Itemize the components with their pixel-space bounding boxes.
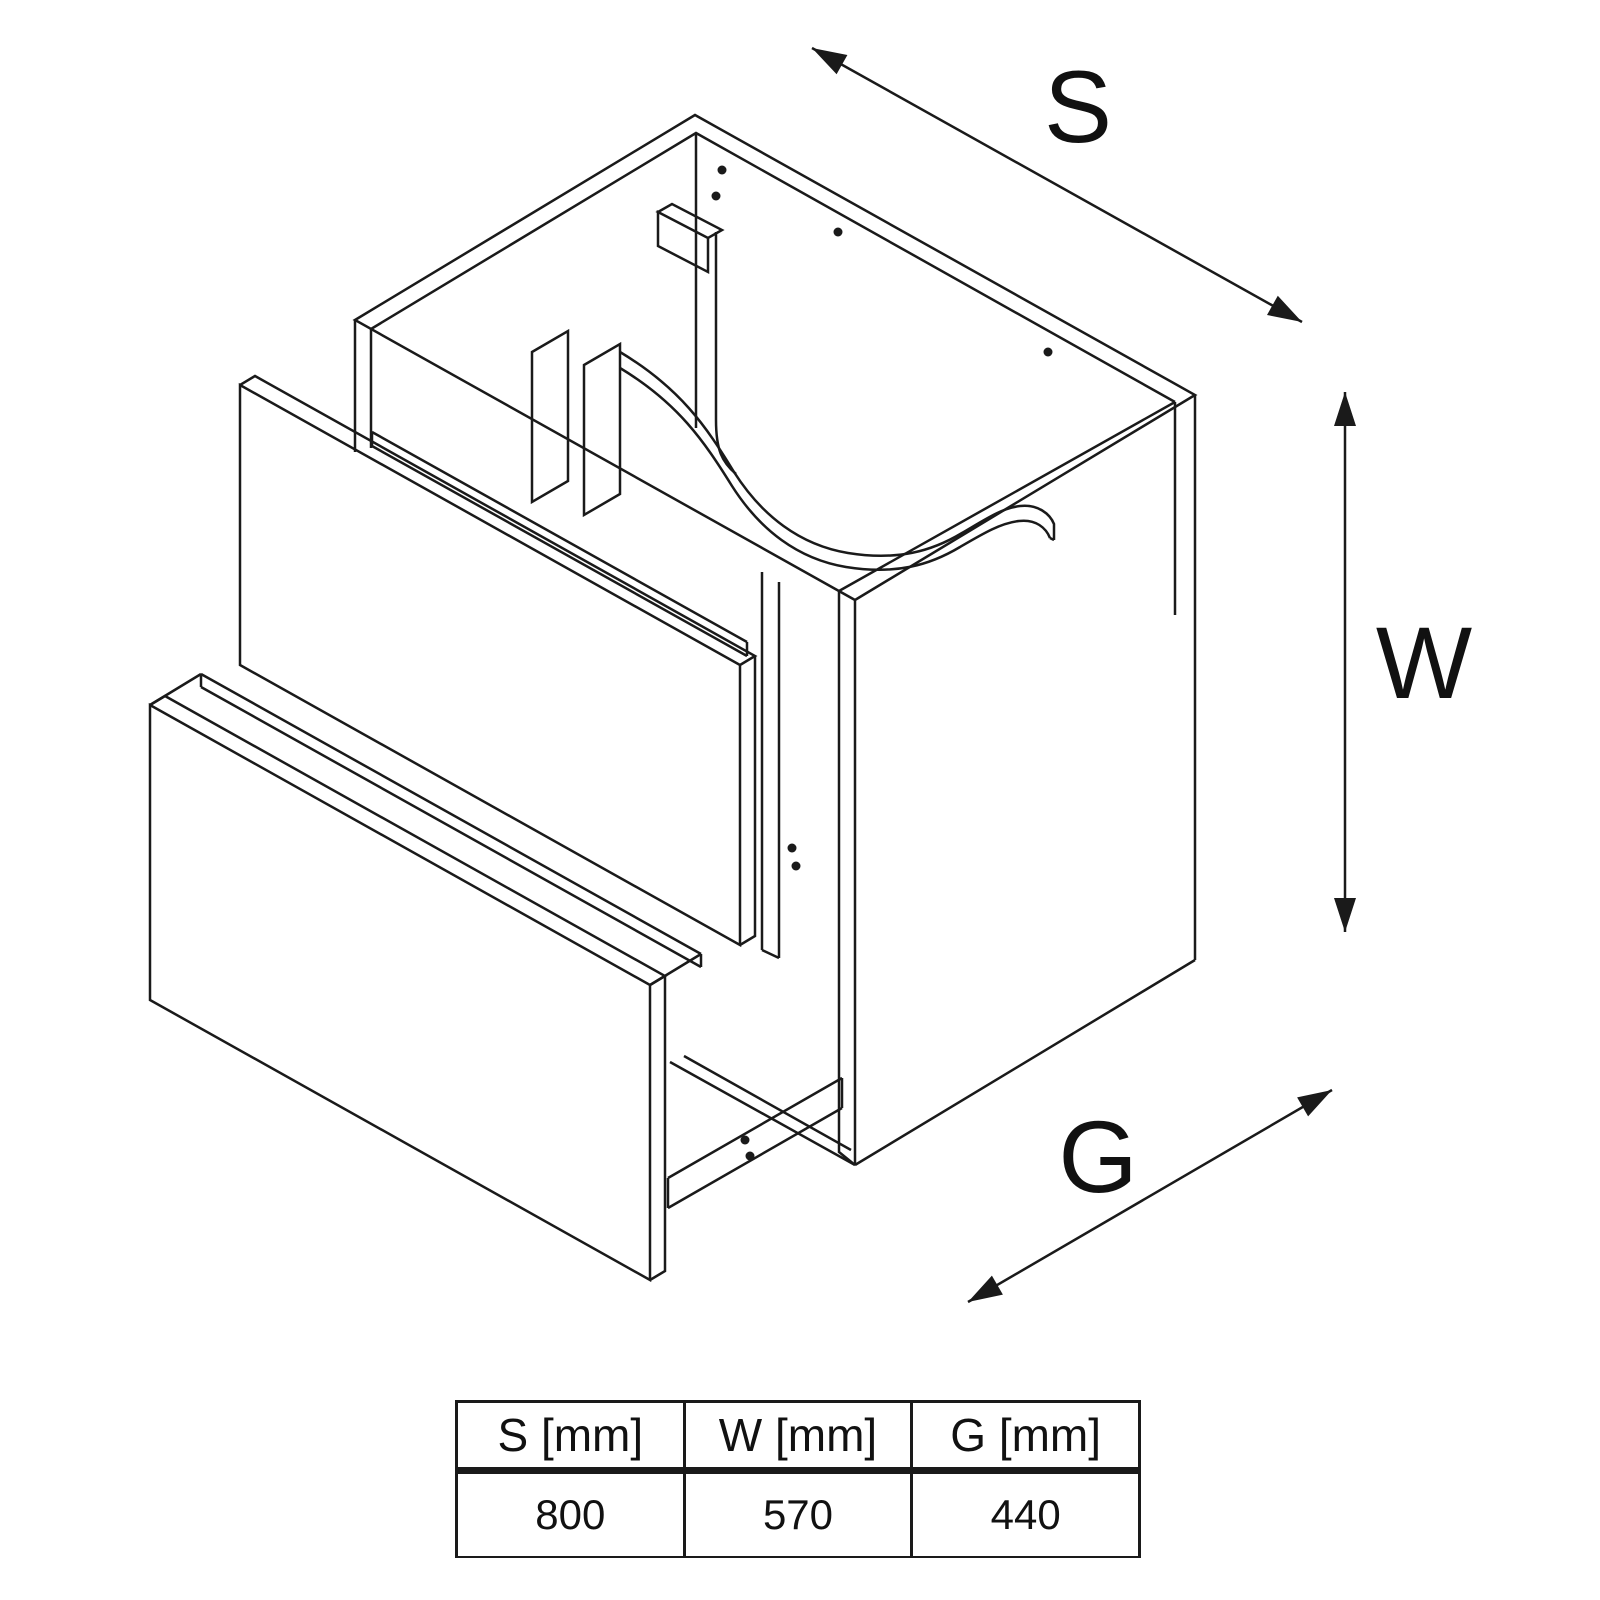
back-screw-hole (833, 227, 843, 237)
arrow-line-g (967, 1088, 1333, 1304)
slide-screw-hole (745, 1151, 755, 1161)
bottom-drawer-slide (666, 1076, 844, 1210)
bracket-screw-hole (711, 191, 721, 201)
table-value-g: 440 (910, 1470, 1141, 1558)
table-header-row: S [mm] W [mm] G [mm] (455, 1400, 1141, 1474)
cabinet-outline (352, 113, 1198, 1167)
top-drawer-front (238, 374, 758, 948)
dimension-arrow-s: S (811, 46, 1303, 324)
slide-screw-hole (787, 843, 797, 853)
dimension-label-g: G (1058, 1100, 1137, 1214)
arrowhead (1334, 898, 1356, 932)
dimension-label-w: W (1376, 606, 1472, 720)
arrow-line-s (811, 46, 1303, 324)
arrowhead (812, 48, 848, 75)
dimension-label-s: S (1044, 50, 1112, 164)
interior-slide-edges (760, 572, 781, 960)
table-header-s: S [mm] (455, 1400, 686, 1474)
table-value-s: 800 (455, 1470, 686, 1558)
back-screw-hole (1043, 347, 1053, 357)
cabinet-inner-edges (369, 131, 1177, 1166)
slide-screw-hole (791, 861, 801, 871)
slide-screw-hole (740, 1135, 750, 1145)
dimension-arrow-g: G (967, 1088, 1333, 1304)
inner-drawer-corner (530, 328, 622, 518)
bottom-drawer-front (148, 694, 668, 1283)
dimensions-table: S [mm] W [mm] G [mm] 800 570 440 (455, 1400, 1141, 1558)
table-header-w: W [mm] (682, 1400, 914, 1474)
arrowhead (1297, 1090, 1332, 1117)
table-value-row: 800 570 440 (455, 1470, 1141, 1558)
arrowhead (968, 1275, 1003, 1302)
arrowhead (1267, 295, 1302, 322)
drawer-gallery-rails (149, 430, 749, 987)
table-value-w: 570 (682, 1470, 914, 1558)
siphon-cutout-curve (619, 350, 1056, 572)
arrowhead (1334, 392, 1356, 426)
back-screw-hole (717, 165, 727, 175)
table-header-g: G [mm] (910, 1400, 1141, 1474)
dimension-arrow-w: W (1334, 392, 1472, 932)
